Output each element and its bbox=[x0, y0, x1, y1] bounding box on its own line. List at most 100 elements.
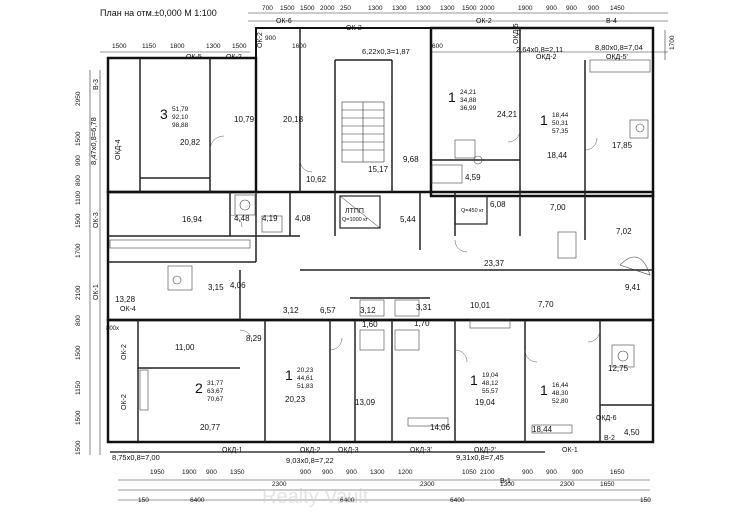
dimension-label: 1150 bbox=[75, 381, 82, 395]
dimension-label: 150 bbox=[640, 497, 651, 504]
room-area: 4,08 bbox=[295, 214, 311, 223]
opening-mark: ОКД-3' bbox=[410, 447, 432, 454]
opening-mark: ОК-2 bbox=[476, 18, 492, 25]
opening-mark: ОКД-3 bbox=[338, 447, 359, 454]
room-area: 20,18 bbox=[283, 115, 304, 124]
room-area: 13,09 bbox=[355, 398, 376, 407]
apartment-living-area: 16,44 bbox=[552, 382, 569, 389]
plan-title: План на отм.±0,000 М 1:100 bbox=[100, 8, 217, 18]
exterior-walls bbox=[106, 26, 655, 453]
dimension-label: 2300 bbox=[420, 481, 435, 488]
room-area: 13,28 bbox=[115, 295, 136, 304]
room-area: 3,12 bbox=[283, 306, 299, 315]
apartment-total-area-balcony: 98,88 bbox=[172, 122, 189, 129]
dimension-label: 1500 bbox=[232, 43, 247, 50]
apartment-total-area: 48,12 bbox=[482, 380, 499, 387]
dimension-label: 1500 bbox=[75, 213, 82, 228]
watermark: Realty Vault bbox=[262, 486, 369, 508]
opening-mark: ОКД-5' bbox=[606, 54, 628, 61]
dimension-label: 1100 bbox=[75, 191, 82, 205]
room-area: 3,15 bbox=[208, 283, 224, 292]
window-size: 9,31x0,8=7,45 bbox=[456, 453, 504, 462]
opening-mark: ОКД-2 bbox=[536, 54, 557, 61]
dimension-label: 1300 bbox=[416, 5, 431, 12]
apartment-living-area: 19,04 bbox=[482, 372, 499, 379]
dimension-label: 1500 bbox=[280, 5, 295, 12]
dimension-label: 1500 bbox=[300, 5, 315, 12]
opening-mark: ОКД-5 bbox=[513, 23, 520, 44]
room-area: 19,04 bbox=[475, 398, 496, 407]
opening-mark: ОК-2 bbox=[226, 54, 242, 61]
apartment-total-area-balcony: 51,83 bbox=[297, 383, 314, 390]
room-area: 4,48 bbox=[234, 214, 250, 223]
dimension-label: 1300 bbox=[368, 5, 383, 12]
room-area: 1,60 bbox=[362, 320, 378, 329]
dimension-label: 6400 bbox=[450, 497, 465, 504]
dimension-label: 2300 bbox=[272, 481, 287, 488]
window-size: 6,22x0,3=1,87 bbox=[362, 47, 410, 56]
apartment-total-area: 63,67 bbox=[207, 388, 224, 395]
opening-mark: ОКД-4 bbox=[115, 139, 122, 160]
room-area: 7,70 bbox=[538, 300, 554, 309]
apartment-total-area: 44,61 bbox=[297, 375, 314, 382]
dimension-label: 1500 bbox=[75, 410, 82, 425]
dimension-label: 1350 bbox=[230, 469, 245, 476]
opening-mark: ОК-3 bbox=[93, 212, 100, 228]
room-area: 4,06 bbox=[230, 281, 246, 290]
room-area: 24,21 bbox=[497, 110, 518, 119]
dimension-label: 1300 bbox=[500, 481, 515, 488]
room-area: 3,12 bbox=[360, 306, 376, 315]
dimension-label: 900 bbox=[588, 5, 599, 12]
dimension-label: 1500 bbox=[75, 345, 82, 360]
room-area: 4,19 bbox=[262, 214, 278, 223]
dimension-label: 2000 bbox=[480, 5, 495, 12]
ventilation-mark: 800x bbox=[106, 326, 119, 332]
dimension-label: 1300 bbox=[392, 5, 407, 12]
dimension-label: 900 bbox=[265, 35, 276, 42]
dimension-label: 1050 bbox=[462, 469, 477, 476]
apartment-total-area-balcony: 55,57 bbox=[482, 388, 499, 395]
room-area: 16,94 bbox=[182, 215, 203, 224]
dimension-label: 1600 bbox=[292, 43, 307, 50]
room-area: 6,08 bbox=[490, 200, 506, 209]
opening-mark: ОКД-6 bbox=[596, 415, 617, 422]
window-size: 2,64x0,8=2,11 bbox=[516, 45, 563, 54]
apartment-living-area: 51,79 bbox=[172, 106, 189, 113]
room-area: 10,62 bbox=[306, 175, 327, 184]
room-area: 15,17 bbox=[368, 165, 389, 174]
apartment-total-area-balcony: 36,99 bbox=[460, 105, 477, 112]
lift-capacity-small: Q=450 кг bbox=[461, 208, 484, 214]
dimension-label: 900 bbox=[206, 469, 217, 476]
room-area: 11,00 bbox=[175, 343, 195, 352]
room-area: 9,68 bbox=[403, 155, 419, 164]
dimension-label: 1500 bbox=[462, 5, 477, 12]
dimension-label: 700 bbox=[262, 5, 273, 12]
dimension-label: 800 bbox=[75, 175, 82, 186]
room-area: 17,85 bbox=[612, 141, 633, 150]
window-size: 8,47x0,8=6,78 bbox=[89, 117, 98, 165]
apartment-total-area-balcony: 57,35 bbox=[552, 128, 569, 135]
opening-mark: ОКД-2 bbox=[300, 447, 321, 454]
dimension-label: 1650 bbox=[600, 481, 615, 488]
apartment-living-area: 20,23 bbox=[297, 367, 314, 374]
room-area: 14,06 bbox=[430, 423, 451, 432]
opening-mark: ОК-2 bbox=[346, 25, 362, 32]
room-area: 8,29 bbox=[246, 334, 262, 343]
dimension-label: 900 bbox=[546, 5, 557, 12]
apartment-living-area: 18,44 bbox=[552, 112, 569, 119]
dimension-label: 900 bbox=[566, 5, 577, 12]
dimension-label: 1900 bbox=[182, 469, 197, 476]
dimension-label: 1800 bbox=[170, 43, 185, 50]
opening-mark: ОК-6 bbox=[276, 18, 292, 25]
opening-mark: В-4 bbox=[606, 18, 617, 25]
opening-mark: ОК-2 bbox=[121, 344, 128, 360]
apartment-total-area-balcony: 52,80 bbox=[552, 398, 569, 405]
room-area: 3,31 bbox=[416, 303, 432, 312]
apartment-total-area: 50,31 bbox=[552, 120, 569, 127]
apartment-room-count: 1 bbox=[540, 382, 548, 398]
staircase bbox=[341, 101, 385, 163]
apartment-room-count: 1 bbox=[285, 367, 293, 383]
lift-label: ЛТПП bbox=[345, 208, 364, 215]
room-area: 10,79 bbox=[234, 115, 255, 124]
